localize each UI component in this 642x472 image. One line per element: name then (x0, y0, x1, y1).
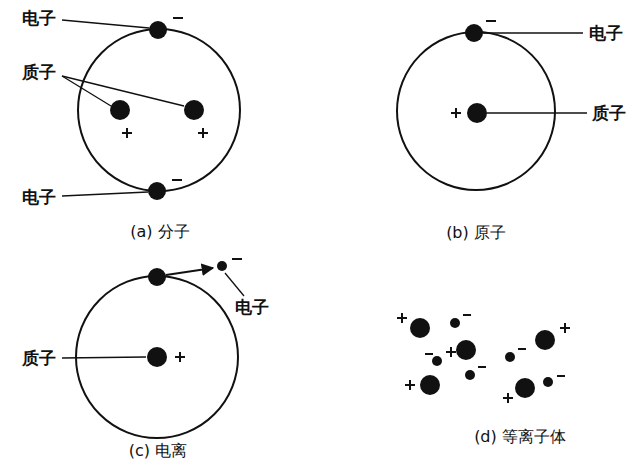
panel-caption: (d) 等离子体 (474, 428, 566, 446)
plus-sign (446, 347, 456, 357)
electron-dot (432, 356, 442, 366)
part-label: 电子 (22, 188, 56, 207)
part-label: 质子 (592, 104, 626, 123)
leader-line (225, 273, 244, 296)
proton-dot (184, 100, 204, 120)
proton-dot (147, 347, 167, 367)
escape-arrow (166, 268, 213, 275)
minus-sign (173, 17, 183, 19)
part-label: 电子 (589, 24, 623, 43)
minus-sign (557, 375, 565, 377)
electron-dot (465, 24, 483, 42)
ion-dot (420, 375, 440, 395)
electron-dot (149, 21, 167, 39)
plus-sign (397, 313, 407, 323)
ion-dot (410, 318, 430, 338)
minus-sign (232, 258, 242, 260)
proton-dot (467, 103, 487, 123)
plus-sign (198, 128, 208, 138)
ion-dot (456, 340, 476, 360)
leader-line (483, 32, 583, 33)
leader-line (62, 76, 111, 106)
proton-dot (110, 100, 130, 120)
leader-line (62, 20, 149, 28)
panel-caption: (a) 分子 (130, 223, 189, 241)
leader-line (487, 112, 587, 113)
orbits (76, 29, 555, 438)
part-label: 质子 (22, 63, 56, 82)
plus-sign (560, 323, 570, 333)
plus-sign (175, 352, 185, 362)
panel-caption: (c) 电离 (129, 442, 187, 460)
part-label: 质子 (22, 349, 56, 368)
minus-sign (478, 366, 486, 368)
electron-dot (465, 370, 475, 380)
electron-dot (148, 268, 166, 286)
minus-sign (518, 348, 526, 350)
molecule-orbit (78, 29, 240, 191)
part-label: 电子 (22, 9, 56, 28)
particles (110, 21, 555, 398)
leader-line (62, 192, 148, 196)
minus-sign (425, 353, 433, 355)
atom-orbit (397, 32, 555, 190)
leader-lines (62, 20, 587, 358)
free-electron-dot (217, 261, 227, 271)
minus-sign (463, 314, 471, 316)
panel-caption: (b) 原子 (446, 224, 506, 242)
plus-sign (122, 128, 132, 138)
charge-signs (122, 18, 570, 403)
electron-dot (505, 352, 515, 362)
leader-line (62, 76, 184, 106)
plus-sign (451, 108, 461, 118)
electron-dot (543, 377, 553, 387)
ion-dot (515, 378, 535, 398)
electron-dot (450, 318, 460, 328)
part-label: 电子 (235, 298, 269, 317)
minus-sign (172, 179, 182, 181)
plus-sign (405, 380, 415, 390)
plus-sign (503, 393, 513, 403)
ion-dot (535, 330, 555, 350)
electron-dot (148, 182, 166, 200)
minus-sign (486, 20, 496, 22)
leader-line (62, 357, 146, 358)
